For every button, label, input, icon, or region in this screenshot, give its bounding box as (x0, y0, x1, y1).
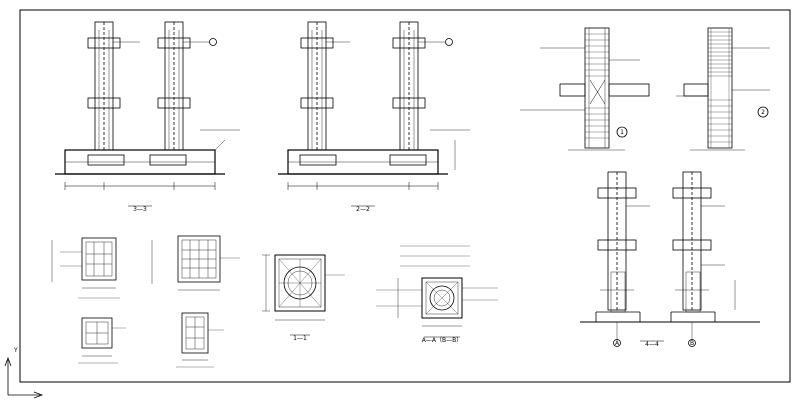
joint-detail-2 (676, 27, 770, 151)
joint-detail-1 (520, 27, 650, 151)
section-a-a-drawing (376, 245, 498, 327)
section-2-2-caption: 2—2 (356, 206, 370, 213)
section-1-1-caption: 1—1 (293, 335, 307, 342)
grid-marker-b: B (690, 340, 694, 347)
grid-marker-a: A (615, 340, 620, 347)
tie-detail-1 (78, 317, 126, 364)
section-1-1-caption-group: 1—1 (290, 334, 310, 342)
column-section-2 (151, 235, 240, 291)
drawing-frame (19, 9, 791, 383)
detail-marker-2: 2 (761, 109, 765, 116)
elevation-left (55, 21, 240, 190)
section-4-4-caption: 4—4 (645, 341, 659, 348)
axis-label-y: Y (13, 347, 18, 354)
elevation-middle-caption: 2—2 (351, 205, 375, 213)
elevation-right (580, 171, 760, 347)
section-1-1-drawing (262, 254, 345, 321)
elevation-right-caption: 4—4 (640, 340, 664, 348)
elevation-left-caption: 3—3 (128, 205, 152, 213)
section-a-a-caption-group: A—A（B—B） (422, 336, 462, 344)
detail-marker-1: 1 (620, 129, 624, 136)
elevation-middle (278, 21, 470, 190)
ucs-axis-icon (4, 356, 44, 399)
tie-detail-2 (176, 312, 224, 368)
column-section-1 (51, 237, 120, 299)
section-a-a-caption: A—A（B—B） (422, 337, 462, 344)
section-3-3-caption: 3—3 (133, 206, 147, 213)
